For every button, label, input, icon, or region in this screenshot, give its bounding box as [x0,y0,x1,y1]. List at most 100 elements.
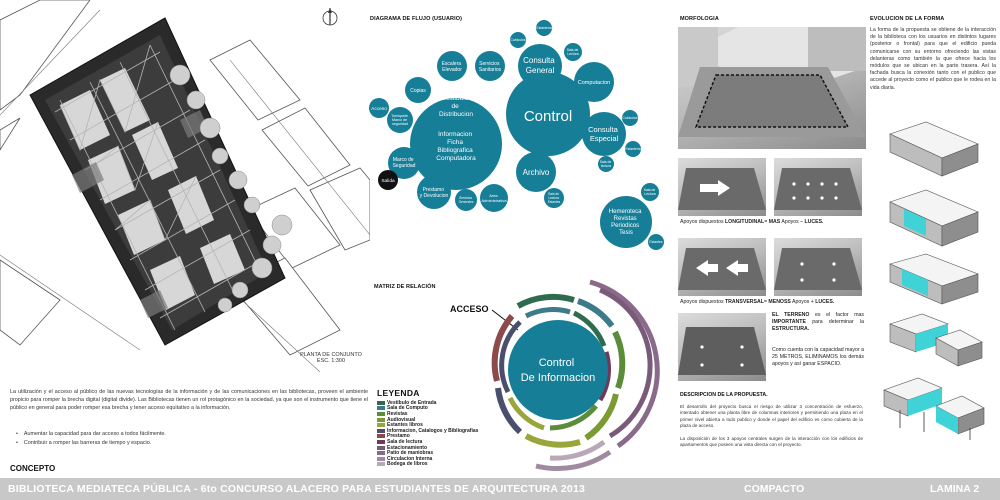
legend-swatch [377,423,385,428]
svg-text:Sala de Lectura: Sala de Lectura [567,48,579,56]
bubble-label: Prestamo [423,187,445,193]
site-plan-scale: ESC. 1:300 [316,358,346,364]
svg-text:Sala de Lectura: Sala de Lectura [644,188,656,196]
caption-part: Apoyos dispuestos [680,299,725,305]
morphology-photo-long-2 [774,158,862,216]
terreno-part: para determinar la [805,319,864,325]
bubble-label: Servicios [459,196,472,200]
outer-rings [491,279,660,472]
bubble-cubiculos-2 [622,110,638,126]
legend-swatch [377,456,385,461]
footer-tipo: COMPACTO [744,483,805,495]
caption-part: Apoyos dispuestos [680,219,725,225]
bubble-label: Sala de [600,160,612,164]
bubble-label: Generales [459,200,474,204]
terreno-part: IMPORTANTE [772,319,806,325]
legend-label: Audiovisual [387,416,416,423]
bubble-label: Marco de [392,118,407,122]
ring-arc [584,393,619,441]
legend-title: LEYENDA [377,388,420,398]
legend-label: Informacion, Catalogos y Bibliografias [387,427,479,434]
site-plan: PLANTA DE CONJUNTO ESC. 1:300 [0,0,370,372]
morphology-caption-transversal: Apoyos dispuestos TRANSVERSAL= MENOSS Ap… [680,299,834,305]
svg-text:Consulta General: Consulta General [523,56,557,75]
bubble-label: Sala de [548,192,559,196]
bubble-sala-lectura-2 [598,156,614,172]
ring-arc [535,449,612,472]
legend-item: Revistas [377,411,507,417]
caption-part: Apoyos – [780,219,805,225]
legend-label: Sala de Computo [387,405,428,412]
bubble-label: Marco de [393,157,414,163]
bubble-label: General [526,66,555,75]
concept-paragraph: La utilización y el acceso al público de… [10,389,368,411]
evolution-step-5 [883,377,985,440]
legend-swatch [377,400,385,405]
bubble-marco [388,147,420,179]
ring-arc [495,387,523,435]
legend-item: Informacion, Catalogos y Bibliografias [377,428,507,434]
bubble-hemeroteca [600,196,652,248]
legend-swatch [377,445,385,450]
caption-part: MENOSS [768,299,791,305]
svg-text:Sala de lectura: Sala de lectura [600,160,612,168]
legend-swatch [377,439,385,444]
ring-arc [572,310,607,347]
bubble-acceso [369,98,389,118]
bubble-escalera [437,51,467,81]
bubble-label: Sanitarios [479,67,502,73]
concept-title: CONCEPTO [10,464,56,473]
legend-swatch [377,428,385,433]
legend-label: Estacionamiento [387,444,428,451]
terreno-part: es el factor mas [809,312,864,318]
ring-arc [499,320,522,394]
bubble-label: Cubiculos [623,116,638,120]
bubble-label: de [451,103,459,110]
matrix-title: MATRIZ DE RELACIÓN [374,284,436,290]
ring-arc [576,298,615,328]
svg-text:Vestibulo de Distr: Vestibulo de Distribucion [439,95,473,118]
bubble-label: Especial [590,134,619,143]
bubble-estantes [648,234,664,250]
caption-part: = [763,299,769,305]
legend-swatch [377,406,385,411]
legend-item: Audiovisual [377,417,507,423]
legend-item: Estantes libros [377,422,507,428]
bubble-label: Seguridad [393,163,416,169]
site-plan-caption: PLANTA DE CONJUNTO ESC. 1:300 [296,352,366,364]
legend-swatch [377,417,385,422]
bubble-consulta-especial [582,112,626,156]
bubble-control [506,72,590,156]
evolution-step-2 [889,189,979,247]
bubble-cubiculos-1 [510,32,526,48]
bubble-label: Sala de [644,188,656,192]
legend-item: Circulacion Interna [377,456,507,462]
bubble-label-control: Control [524,108,572,125]
bubble-torniquete [387,107,413,133]
bubble-servicios-small [455,189,477,211]
legend-label: Revistas [387,410,408,417]
bubble-label: Bibliografica [437,147,473,154]
bubble-sala-lectura-3 [641,183,659,201]
ring-arc [507,396,545,431]
svg-text:Prestamo y Devolucion: Prestamo y Devolucion [420,187,449,199]
footer-bar: BIBLIOTECA MEDIATECA PÚBLICA - 6to CONCU… [0,478,1000,500]
ring-arc [597,351,612,402]
concept-bullet: Aumentar la capacidad para dar acceso a … [16,430,356,439]
concept-bullet: Contribuir a romper las barreras de tiem… [16,439,356,448]
bubble-servicios [475,51,505,81]
bubble-label: Sala de [567,48,579,52]
evolution-step-1 [889,121,979,177]
svg-text:Area Administrativa: Area Administrativa [481,193,507,203]
legend-label: Prestamo [387,433,410,440]
ring-arc [589,279,660,449]
footer-lamina: LAMINA 2 [930,483,980,495]
bubble-label: Salida [381,178,395,184]
caption-part: LUCES. [804,219,824,225]
proposal-description-title: DESCRIPCION DE LA PROPUESTA. [680,392,768,398]
bubble-label: Lectura [548,196,559,200]
evolution-step-3 [889,253,979,305]
bubble-label: Distribucion [439,111,473,118]
flow-diagram: Vestibulo de Distribucion Informacion Fi… [369,20,664,250]
